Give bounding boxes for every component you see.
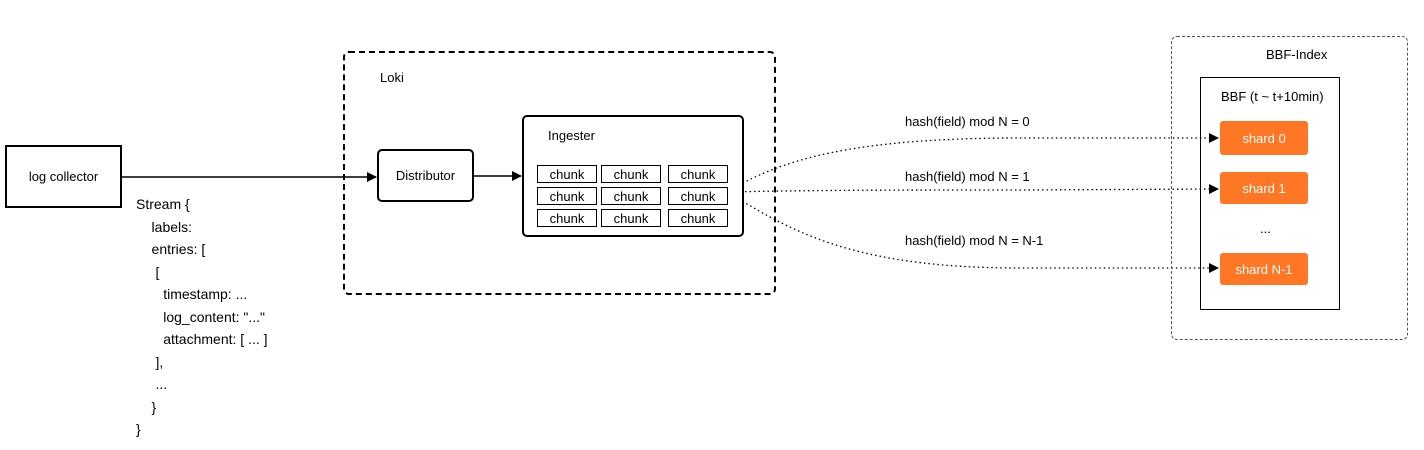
stream-line: Stream { xyxy=(136,196,190,212)
stream-line: timestamp: ... xyxy=(136,286,248,302)
stream-line: log_content: "..." xyxy=(136,308,266,325)
stream-line: } xyxy=(136,421,141,437)
edge-shard-0 xyxy=(726,133,1219,193)
shard-ellipsis: ... xyxy=(1260,221,1271,236)
stream-line: labels: xyxy=(136,218,193,235)
edge-label: hash(field) mod N = 1 xyxy=(905,169,1030,184)
shard-1: shard 1 xyxy=(1220,172,1308,204)
distributor-label: Distributor xyxy=(395,168,456,183)
stream-line: [ xyxy=(136,263,160,280)
chunk: chunk xyxy=(601,165,661,183)
distributor-node: Distributor xyxy=(377,149,474,202)
chunk: chunk xyxy=(601,187,661,205)
loki-title: Loki xyxy=(380,70,404,85)
log-collector-node: log collector xyxy=(5,145,122,208)
bbf-index-group xyxy=(1171,36,1408,340)
bbf-window-title: BBF (t ~ t+10min) xyxy=(1221,89,1324,104)
chunk: chunk xyxy=(668,187,728,205)
ingester-node: Ingester chunk chunk chunk chunk chunk c… xyxy=(522,115,744,237)
edge-label: hash(field) mod N = 0 xyxy=(905,114,1030,129)
chunk: chunk xyxy=(537,165,597,183)
stream-line: entries: [ xyxy=(136,241,206,257)
log-collector-label: log collector xyxy=(28,169,99,184)
edge-label: hash(field) mod N = N-1 xyxy=(905,233,1044,248)
stream-line: attachment: [ ... ] xyxy=(136,331,268,347)
chunk: chunk xyxy=(668,209,728,227)
bbf-window-box xyxy=(1200,77,1340,310)
chunk: chunk xyxy=(537,187,597,205)
ingester-title: Ingester xyxy=(548,128,595,143)
stream-line: ], xyxy=(136,353,164,370)
shard-0: shard 0 xyxy=(1220,121,1308,155)
loki-group xyxy=(343,51,776,295)
chunk: chunk xyxy=(537,209,597,227)
stream-line: } xyxy=(136,398,157,415)
stream-line: ... xyxy=(136,376,168,392)
edge-shard-n-1 xyxy=(726,191,1219,273)
shard-n-1: shard N-1 xyxy=(1220,253,1308,285)
edge-shard-1 xyxy=(726,184,1219,195)
bbf-index-title: BBF-Index xyxy=(1266,47,1328,62)
chunk: chunk xyxy=(601,209,661,227)
chunk: chunk xyxy=(668,165,728,183)
